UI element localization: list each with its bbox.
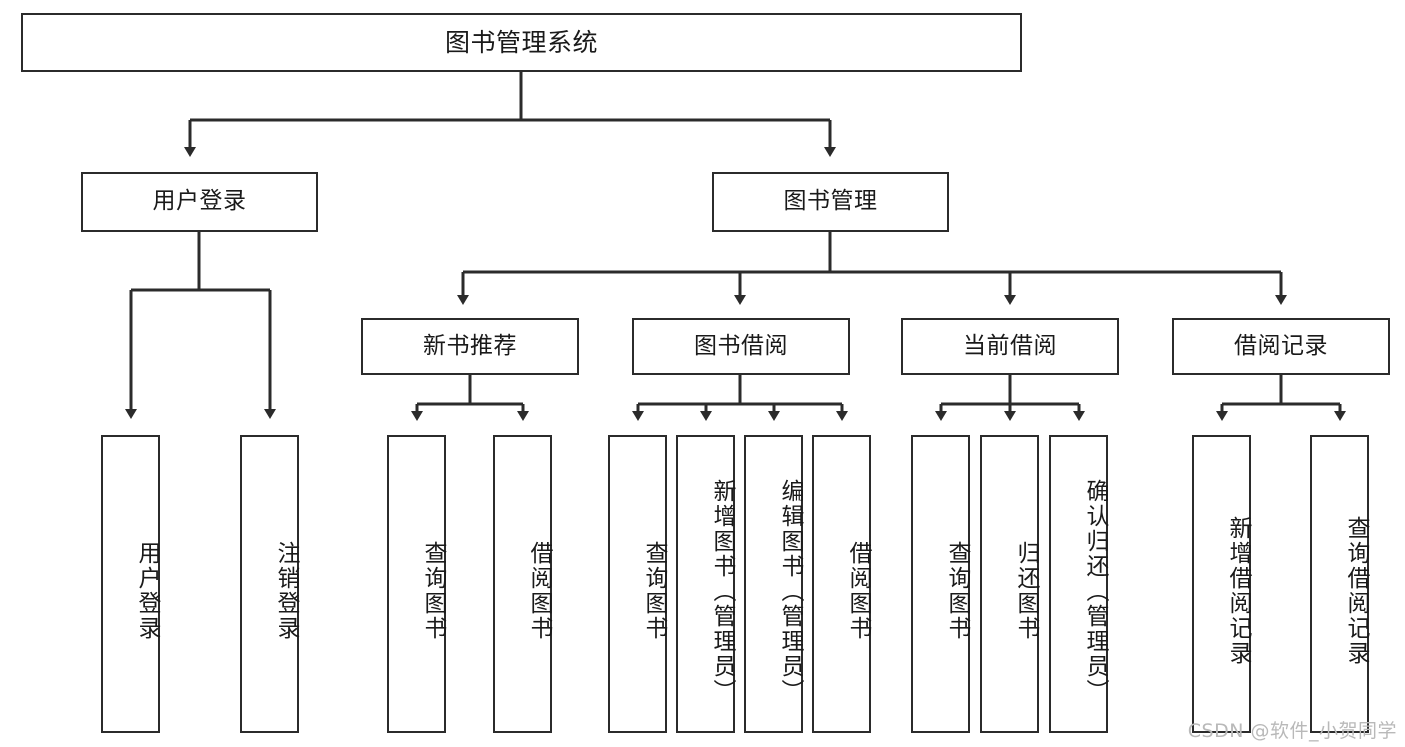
leaf-borrow-edit-book-admin[interactable]: 编辑图书（管理员）: [744, 435, 803, 733]
leaf-borrow-query-books[interactable]: 查询图书: [608, 435, 667, 733]
node-label: 确认归还（管理员）: [1082, 478, 1108, 704]
node-label: 图书管理: [783, 188, 878, 215]
leaf-current-query-books[interactable]: 查询图书: [911, 435, 970, 733]
node-label: 注销登录: [273, 541, 299, 641]
node-label: 查询图书: [420, 541, 446, 641]
node-label: 查询图书: [944, 541, 970, 641]
node-label: 用户登录: [152, 188, 247, 215]
leaf-user-login-login[interactable]: 用户登录: [101, 435, 160, 733]
leaf-current-confirm-return-admin[interactable]: 确认归还（管理员）: [1049, 435, 1108, 733]
leaf-new-book-query-books[interactable]: 查询图书: [387, 435, 446, 733]
node-label: 查询图书: [641, 541, 667, 641]
node-label: 图书借阅: [694, 332, 788, 359]
node-user-login[interactable]: 用户登录: [81, 172, 318, 232]
node-current-borrowing[interactable]: 当前借阅: [901, 318, 1119, 375]
node-label: 图书管理系统: [444, 27, 598, 57]
node-book-management[interactable]: 图书管理: [712, 172, 949, 232]
node-label: 编辑图书（管理员）: [777, 478, 803, 704]
node-label: 借阅图书: [526, 541, 552, 641]
node-borrowing-record[interactable]: 借阅记录: [1172, 318, 1390, 375]
node-book-borrowing[interactable]: 图书借阅: [632, 318, 850, 375]
leaf-new-book-borrow-books[interactable]: 借阅图书: [493, 435, 552, 733]
node-label: 借阅记录: [1234, 332, 1328, 359]
node-label: 用户登录: [134, 541, 160, 641]
leaf-user-login-logout[interactable]: 注销登录: [240, 435, 299, 733]
node-label: 借阅图书: [845, 541, 871, 641]
node-new-book-recommendation[interactable]: 新书推荐: [361, 318, 579, 375]
csdn-watermark: CSDN @软件_小贺同学: [1187, 720, 1397, 742]
node-label: 新增图书（管理员）: [709, 478, 735, 704]
node-label: 当前借阅: [963, 332, 1057, 359]
leaf-record-query-borrow-record[interactable]: 查询借阅记录: [1310, 435, 1369, 733]
leaf-current-return-books[interactable]: 归还图书: [980, 435, 1039, 733]
node-label: 新增借阅记录: [1225, 516, 1251, 666]
node-label: 归还图书: [1013, 541, 1039, 641]
leaf-borrow-add-book-admin[interactable]: 新增图书（管理员）: [676, 435, 735, 733]
leaf-borrow-borrow-books[interactable]: 借阅图书: [812, 435, 871, 733]
node-label: 查询借阅记录: [1343, 516, 1369, 666]
node-root-book-management-system[interactable]: 图书管理系统: [21, 13, 1022, 72]
node-label: 新书推荐: [423, 332, 517, 359]
leaf-record-add-borrow-record[interactable]: 新增借阅记录: [1192, 435, 1251, 733]
